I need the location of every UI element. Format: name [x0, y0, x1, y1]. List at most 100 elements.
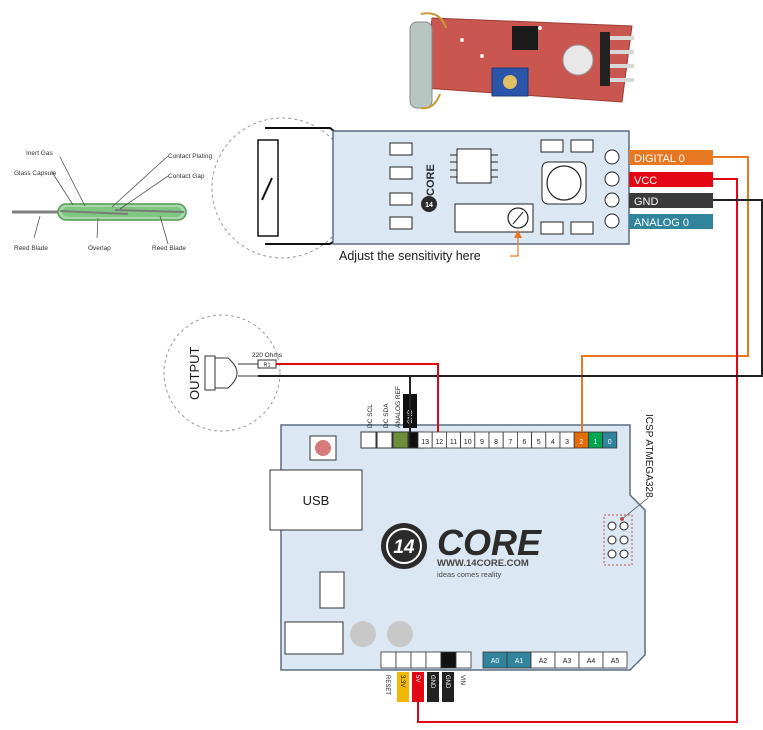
pin-gnd-bg — [629, 193, 713, 208]
power-label-bg — [442, 672, 454, 702]
icsp-header — [603, 514, 633, 566]
usb-label: USB — [303, 493, 330, 508]
reed-blade-left-shape — [59, 210, 129, 215]
top-header-pin[interactable] — [392, 431, 409, 449]
digital-pin-label: 2 — [579, 439, 583, 446]
power-pin-label: GND — [444, 675, 450, 689]
digital-pin-label: 6 — [523, 439, 527, 446]
inert-gas-fill — [62, 207, 182, 217]
digital-pin-label: 5 — [537, 439, 541, 446]
digital-pin-label: 13 — [421, 439, 429, 446]
power-pin[interactable] — [455, 651, 472, 669]
pin-digital0-bg — [629, 150, 713, 165]
digital-pin-label: 4 — [551, 439, 555, 446]
pin-gnd-label: GND — [634, 196, 659, 208]
sensor-module: 14 CORE DIGITAL 0 VCC GND ANALOG 0 Adjus… — [332, 130, 713, 263]
sensor-pcb-photo — [409, 12, 634, 110]
power-pin-header — [380, 651, 472, 669]
sensor-logo-badge: 14 — [425, 202, 433, 209]
reed-switch-illustration: Inert Gas Glass Capsule Contact Plating … — [12, 150, 212, 252]
top-header-pin[interactable] — [360, 431, 377, 449]
analog-pin-label: A1 — [515, 658, 524, 665]
power-pin-label: 3.3V — [399, 675, 405, 687]
power-pin[interactable] — [410, 651, 427, 669]
sensor-hall-element — [546, 165, 582, 201]
analog-pin-label: A3 — [563, 658, 572, 665]
digital-pin-label: 11 — [450, 439, 457, 446]
label-reed-blade-right: Reed Blade — [152, 245, 186, 252]
analog-pin-label: A4 — [587, 658, 596, 665]
reed-blade-right-shape — [114, 209, 185, 213]
label-reed-blade-left: Reed Blade — [14, 245, 48, 252]
power-pin-label: VIN — [459, 675, 465, 685]
digital-pin-label: 10 — [464, 439, 472, 446]
resistor-ref: R1 — [263, 363, 270, 369]
top-header-label: DC SCL — [367, 404, 374, 428]
adjust-sensitivity-note: Adjust the sensitivity here — [339, 249, 481, 263]
label-glass-capsule: Glass Capsule — [14, 170, 57, 177]
arduino-board: USB ICSP ATMEGA328 14 CORE WWW.14CORE.CO… — [269, 386, 654, 702]
power-pin-label: 5V — [414, 675, 420, 682]
top-header-pin[interactable] — [376, 431, 393, 449]
top-header-label: DC SDA — [383, 403, 390, 428]
digital-pin-0[interactable] — [602, 431, 618, 449]
digital-pin-label: 8 — [494, 439, 498, 446]
analog-pin-label: A0 — [491, 658, 500, 665]
power-label-bg — [397, 672, 409, 702]
label-contact-plating: Contact Plating — [168, 153, 212, 160]
pcb-chip — [512, 26, 538, 50]
output-label: OUTPUT — [187, 347, 202, 401]
reset-button[interactable] — [315, 440, 331, 456]
power-pin[interactable] — [380, 651, 397, 669]
arduino-logo-url: WWW.14CORE.COM — [437, 558, 529, 569]
pin-vcc-label: VCC — [634, 175, 657, 187]
reed-symbol-zoom-circle — [211, 117, 353, 259]
analog-pin-label: A5 — [611, 658, 620, 665]
output-zoom-circle — [163, 314, 281, 432]
power-pin[interactable] — [395, 651, 412, 669]
digital-pin-label: 9 — [480, 439, 484, 446]
pin-analog0-bg — [629, 214, 713, 229]
led-symbol — [213, 357, 238, 389]
digital-pin-label: 0 — [608, 439, 612, 446]
analog-pin-header: A0 A1 A2 A3 A4 A5 — [482, 651, 628, 669]
wire-led-signal — [276, 363, 439, 432]
digital-pin-label: 3 — [565, 439, 569, 446]
output-led-section: OUTPUT R1 220 Ohms — [163, 314, 283, 432]
power-label-bg — [412, 672, 424, 702]
power-label-bg — [427, 672, 439, 702]
label-contact-gap: Contact Gap — [168, 173, 205, 180]
label-overlap: Overlap — [88, 245, 111, 252]
arduino-logo-badge: 14 — [393, 537, 415, 558]
digital-pin-label: 7 — [508, 439, 512, 446]
resistor-value: 220 Ohms — [252, 352, 283, 359]
arduino-logo-text: CORE — [437, 522, 542, 563]
power-pin[interactable] — [425, 651, 442, 669]
sensor-logo: 14 CORE — [421, 164, 437, 212]
analog-pin-a5[interactable] — [602, 651, 628, 669]
sensor-pin-labels: DIGITAL 0 VCC GND ANALOG 0 — [629, 150, 713, 229]
power-pin[interactable] — [440, 651, 457, 669]
reed-switch-glass-photo — [409, 21, 433, 109]
top-header-block — [360, 431, 425, 449]
wire-gnd — [258, 199, 763, 377]
digital-pin-label: 12 — [435, 439, 443, 446]
wire-vcc — [417, 178, 738, 723]
wire-digital0 — [581, 156, 749, 432]
arduino-board-outline — [280, 424, 646, 671]
analog-pin-label: A2 — [539, 658, 548, 665]
power-pin-label: RESET — [384, 675, 390, 695]
label-inert-gas: Inert Gas — [26, 150, 53, 157]
arduino-logo-tagline: ideas comes reality — [437, 570, 501, 579]
pin-digital0-label: DIGITAL 0 — [634, 153, 685, 165]
pin-analog0-label: ANALOG 0 — [634, 217, 689, 229]
wires — [258, 156, 763, 723]
power-jack — [284, 621, 344, 655]
sensor-logo-text: CORE — [425, 164, 437, 196]
pin-vcc-bg — [629, 172, 713, 187]
arduino-logo: 14 CORE WWW.14CORE.COM ideas comes reali… — [381, 522, 542, 579]
